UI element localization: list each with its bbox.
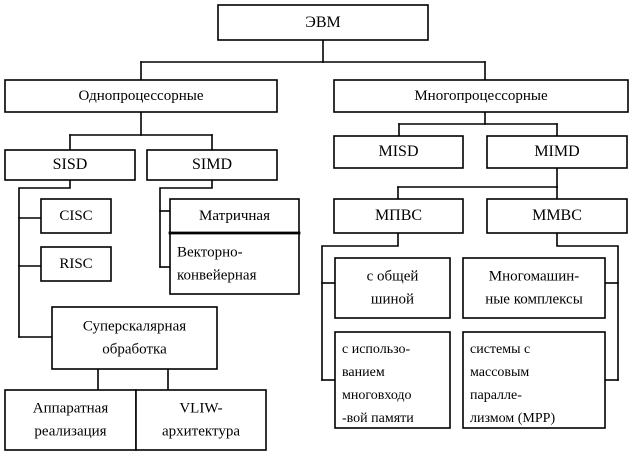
node-mimd[interactable]: MIMD bbox=[486, 135, 628, 169]
node-mpvs[interactable]: МПВС bbox=[333, 198, 464, 234]
node-mmvs[interactable]: ММВС bbox=[486, 198, 628, 234]
node-vector-pipeline[interactable]: Векторно- конвейерная bbox=[168, 231, 301, 295]
node-common-bus[interactable]: с общей шиной bbox=[334, 257, 451, 319]
node-vector-pipeline-box[interactable] bbox=[169, 232, 300, 295]
node-matrix-label: Матричная bbox=[199, 208, 270, 224]
node-vliw[interactable]: VLIW- архитектура bbox=[135, 389, 267, 451]
connector-sisd-trunk bbox=[18, 179, 71, 338]
node-hardware-impl-label-line2: реализация bbox=[34, 423, 106, 439]
node-misd-box[interactable] bbox=[333, 135, 464, 169]
connector-mpvs-trunk bbox=[321, 232, 399, 381]
connector-layer bbox=[18, 39, 619, 391]
node-simd-box[interactable] bbox=[146, 149, 278, 181]
node-uniprocessor-box[interactable] bbox=[4, 79, 278, 113]
node-vector-pipeline-label-line1: Векторно- bbox=[177, 244, 243, 260]
node-mpp-label-line3: паралле- bbox=[470, 388, 522, 403]
node-matrix[interactable]: Матричная bbox=[169, 198, 300, 234]
node-root-box[interactable] bbox=[217, 4, 429, 41]
node-sisd-box[interactable] bbox=[4, 149, 136, 181]
node-risc-box[interactable] bbox=[40, 246, 112, 282]
node-superscalar[interactable]: Суперскалярная обработка bbox=[51, 306, 218, 370]
node-mimd-label: MIMD bbox=[534, 143, 579, 160]
node-multiport-memory[interactable]: с использо- ванием многовходо -вой памят… bbox=[334, 331, 451, 429]
node-sisd-label: SISD bbox=[53, 156, 88, 173]
node-superscalar-label-line1: Суперскалярная bbox=[83, 318, 186, 334]
node-common-bus-label-line2: шиной bbox=[371, 291, 414, 307]
node-multiport-memory-label-line2: ванием bbox=[342, 365, 385, 380]
node-misd-label: MISD bbox=[378, 143, 418, 160]
node-hardware-impl[interactable]: Аппаратная реализация bbox=[4, 389, 137, 451]
node-risc-label: RISC bbox=[59, 256, 92, 272]
node-multimachine[interactable]: Многомашин- ные комплексы bbox=[462, 257, 606, 319]
node-risc[interactable]: RISC bbox=[40, 246, 112, 282]
node-root-label: ЭВМ bbox=[305, 14, 340, 31]
node-multiprocessor-label: Многопроцессорные bbox=[414, 88, 548, 104]
node-vector-pipeline-label-line2: конвейерная bbox=[177, 267, 257, 283]
node-mpp-box[interactable] bbox=[462, 331, 606, 429]
connector-mmvs-trunk bbox=[556, 232, 619, 381]
node-cisc-label: CISC bbox=[59, 208, 92, 224]
node-sisd[interactable]: SISD bbox=[4, 149, 136, 181]
node-multimachine-label-line2: ные комплексы bbox=[485, 291, 583, 307]
node-multiport-memory-box[interactable] bbox=[334, 331, 451, 429]
node-mpvs-box[interactable] bbox=[333, 198, 464, 234]
node-simd-label: SIMD bbox=[192, 156, 232, 173]
node-vliw-label-line1: VLIW- bbox=[179, 400, 222, 416]
node-superscalar-label-line2: обработка bbox=[102, 341, 167, 357]
node-mimd-box[interactable] bbox=[486, 135, 628, 169]
node-mpp[interactable]: системы с массовым паралле- лизмом (MPP) bbox=[462, 331, 606, 429]
node-mpp-label-line2: массовым bbox=[470, 365, 529, 380]
node-mmvs-label: ММВС bbox=[532, 207, 582, 224]
node-multiport-memory-label-line4: -вой памяти bbox=[342, 411, 414, 426]
node-cisc[interactable]: CISC bbox=[40, 198, 112, 234]
node-simd[interactable]: SIMD bbox=[146, 149, 278, 181]
node-vliw-box[interactable] bbox=[135, 389, 267, 451]
node-uniprocessor[interactable]: Однопроцессорные bbox=[4, 79, 278, 113]
node-root[interactable]: ЭВМ bbox=[217, 4, 429, 41]
node-multimachine-label-line1: Многомашин- bbox=[489, 268, 580, 284]
connector-simd-trunk bbox=[159, 179, 213, 268]
node-common-bus-box[interactable] bbox=[334, 257, 451, 319]
node-common-bus-label-line1: с общей bbox=[367, 268, 419, 284]
node-multimachine-box[interactable] bbox=[462, 257, 606, 319]
node-multiport-memory-label-line1: с использо- bbox=[342, 342, 411, 357]
node-hardware-impl-box[interactable] bbox=[4, 389, 137, 451]
node-multiprocessor[interactable]: Многопроцессорные bbox=[333, 79, 629, 113]
node-mpp-label-line1: системы с bbox=[470, 342, 530, 357]
node-multiprocessor-box[interactable] bbox=[333, 79, 629, 113]
node-mmvs-box[interactable] bbox=[486, 198, 628, 234]
node-hardware-impl-label-line1: Аппаратная bbox=[33, 400, 109, 416]
node-cisc-box[interactable] bbox=[40, 198, 112, 234]
node-superscalar-box[interactable] bbox=[51, 306, 218, 370]
node-misd[interactable]: MISD bbox=[333, 135, 464, 169]
node-matrix-box[interactable] bbox=[169, 198, 300, 234]
node-mpp-label-line4: лизмом (MPP) bbox=[470, 411, 555, 426]
node-mpvs-label: МПВС bbox=[375, 207, 422, 224]
node-uniprocessor-label: Однопроцессорные bbox=[79, 88, 204, 104]
node-multiport-memory-label-line3: многовходо bbox=[342, 388, 412, 403]
node-vliw-label-line2: архитектура bbox=[162, 423, 240, 439]
